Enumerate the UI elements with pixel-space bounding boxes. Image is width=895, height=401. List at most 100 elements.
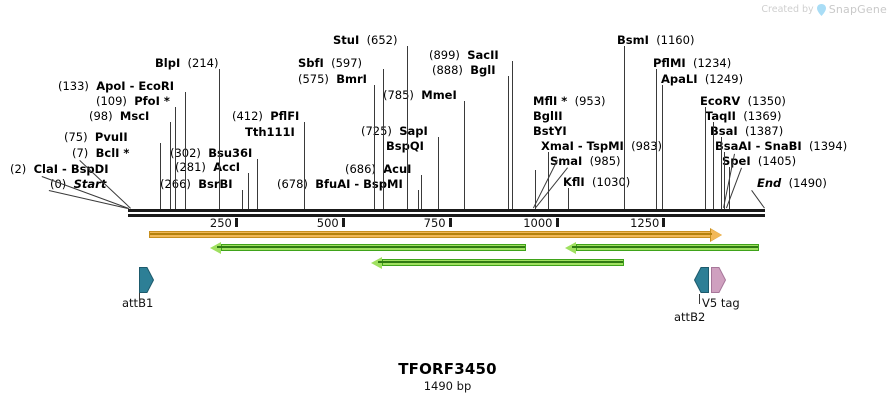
enzyme-name-kfli: KflI <box>563 175 585 189</box>
enzyme-position-bsaai: (1394) <box>808 139 848 153</box>
glyph-label-attb2: attB2 <box>674 310 706 324</box>
ruler-tick <box>448 218 452 227</box>
snapgene-pin-icon <box>816 3 826 16</box>
leader-line <box>623 46 625 209</box>
ruler-tick-label: 750 <box>423 216 446 230</box>
leader-line <box>437 137 439 209</box>
enzyme-star-mfli: * <box>557 94 568 108</box>
enzyme-position-bgli: (888) <box>432 63 463 77</box>
enzyme-label-tth111i: Tth111I <box>245 126 295 138</box>
enzyme-position-spei: (1405) <box>757 154 797 168</box>
enzyme-separator-bsaai: - <box>751 139 765 153</box>
enzyme-name-msci: MscI <box>119 109 150 123</box>
enzyme-name-sacii: SacII <box>467 48 499 62</box>
enzyme-name-bgli: BglI <box>470 63 496 77</box>
leader-line <box>373 85 375 209</box>
enzyme-label-start: (0) Start <box>50 178 106 190</box>
enzyme-name-apoi: ApoI <box>96 79 126 93</box>
leader-line <box>383 69 385 209</box>
watermark-created-by: Created by <box>761 4 814 15</box>
enzyme-name-spei: SpeI <box>722 154 751 168</box>
enzyme-position-bcli: (7) <box>72 146 89 160</box>
enzyme-label-bspqi: BspQI <box>386 140 424 152</box>
feature-arrowhead-left <box>370 256 382 269</box>
enzyme-label-pvuii: (75) PvuII <box>64 131 128 143</box>
enzyme-label-mmei: (785) MmeI <box>383 89 457 101</box>
attb2-arrow-icon <box>693 267 709 293</box>
enzyme-name-smai: SmaI <box>550 154 583 168</box>
enzyme-position-apali: (1249) <box>704 72 744 86</box>
glyph-v5tag[interactable] <box>711 267 727 293</box>
enzyme-name-bsrbi: BsrBI <box>198 177 233 191</box>
enzyme-star-pfoi: * <box>159 94 170 108</box>
enzyme-name2-bsaai: SnaBI <box>764 139 802 153</box>
enzyme-label-blpi: BlpI (214) <box>155 57 218 69</box>
enzyme-name-end: End <box>757 176 782 190</box>
glyph-attb1[interactable] <box>139 267 155 293</box>
ruler-tick-label: 1000 <box>523 216 553 230</box>
enzyme-label-xmai: XmaI - TspMI (983) <box>541 140 662 152</box>
sequence-length: 1490 bp <box>423 379 472 393</box>
enzyme-label-spei: SpeI (1405) <box>722 155 796 167</box>
snapgene-watermark: Created by SnapGene <box>761 3 887 16</box>
glyph-attb2[interactable] <box>693 267 709 293</box>
leader-line <box>417 190 419 209</box>
enzyme-position-smai: (985) <box>589 154 621 168</box>
enzyme-position-sbfi: (597) <box>331 56 363 70</box>
enzyme-position-pflfi: (412) <box>232 109 263 123</box>
leader-line <box>241 190 243 209</box>
enzyme-label-taqii: TaqII (1369) <box>705 110 781 122</box>
enzyme-name-bstyi: BstYI <box>533 124 567 138</box>
enzyme-name-start: Start <box>73 177 107 191</box>
enzyme-label-bglii: BglII <box>533 110 563 122</box>
ruler-tick <box>662 218 666 227</box>
watermark-brand: SnapGene <box>828 3 887 16</box>
enzyme-position-kfli: (1030) <box>592 175 631 189</box>
leader-line <box>169 122 171 209</box>
enzyme-name-sbfi: SbfI <box>298 56 324 70</box>
enzyme-name-pvuii: PvuII <box>94 130 128 144</box>
enzyme-label-bstyi: BstYI <box>533 125 567 137</box>
ruler-tick-label: 500 <box>316 216 339 230</box>
v5tag-arrow-icon <box>711 267 727 293</box>
enzyme-name-pflmi: PflMI <box>653 56 686 70</box>
enzyme-name-bsai: BsaI <box>710 124 738 138</box>
enzyme-name-sapi: SapI <box>399 124 428 138</box>
enzyme-name-ecorv: EcoRV <box>700 94 741 108</box>
ruler-bar-top <box>128 209 765 212</box>
enzyme-name-clai: ClaI <box>33 162 59 176</box>
enzyme-position-stui: (652) <box>366 33 398 47</box>
feature-arrowhead-right <box>711 228 723 241</box>
enzyme-star-bcli: * <box>119 146 130 160</box>
enzyme-position-bsmi: (1160) <box>656 33 695 47</box>
leader-line <box>720 137 722 209</box>
ruler-tick <box>234 218 238 227</box>
leader-line <box>174 107 176 209</box>
leader-line <box>512 61 514 209</box>
enzyme-label-smai: SmaI (985) <box>550 155 621 167</box>
enzyme-name-bsaai: BsaAI <box>715 139 752 153</box>
leader-line-diagonal <box>751 190 765 209</box>
leader-line <box>655 69 657 209</box>
enzyme-position-sapi: (725) <box>361 124 392 138</box>
enzyme-name-mfli: MflI <box>533 94 558 108</box>
glyph-label-attb1: attB1 <box>122 296 154 310</box>
enzyme-position-xmai: (983) <box>631 139 663 153</box>
enzyme-name-bcli: BclI <box>95 146 120 160</box>
enzyme-name-pflfi: PflFI <box>270 109 300 123</box>
attb2-connector <box>699 294 700 304</box>
enzyme-name-acci: AccI <box>213 160 241 174</box>
enzyme-separator-apoi: - <box>125 79 139 93</box>
attb1-arrow-icon <box>139 267 155 293</box>
enzyme-position-pfoi: (109) <box>96 94 127 108</box>
feature-centerline <box>377 261 623 263</box>
leader-line <box>535 170 537 209</box>
enzyme-position-mmei: (785) <box>383 88 414 102</box>
leader-line <box>507 76 509 209</box>
enzyme-label-bsaai: BsaAI - SnaBI (1394) <box>715 140 847 152</box>
enzyme-position-bsai: (1387) <box>744 124 784 138</box>
feature-centerline <box>217 246 525 248</box>
leader-line <box>723 152 725 209</box>
enzyme-position-blpi: (214) <box>187 56 219 70</box>
